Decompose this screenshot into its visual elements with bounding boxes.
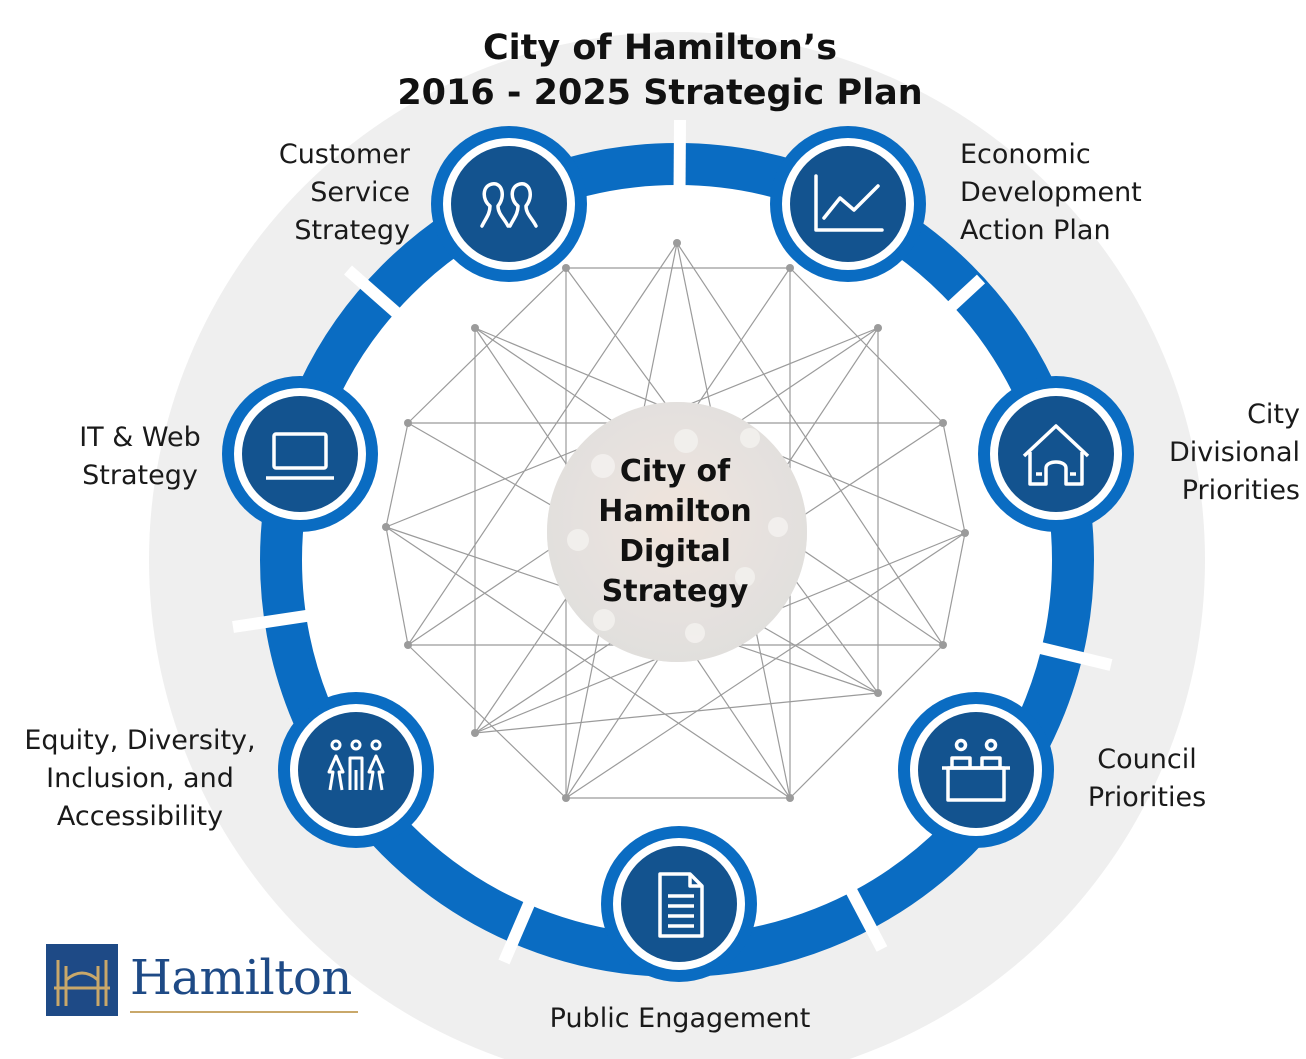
label-line: Strategy: [82, 460, 198, 491]
hamilton-logo-mark: [46, 944, 118, 1016]
label-line: Customer: [278, 139, 410, 170]
label-line: Accessibility: [56, 801, 224, 832]
people-icon: [480, 182, 538, 228]
diagram-title: City of Hamilton’s 2016 - 2025 Strategic…: [330, 26, 990, 116]
center-app-icons: [567, 428, 788, 643]
label-line: Service: [310, 177, 410, 208]
hamilton-logo: Hamilton: [46, 944, 358, 1016]
label-line: Equity, Diversity,: [24, 725, 256, 756]
document-icon: [658, 872, 704, 938]
label-line: Public Engagement: [549, 1003, 811, 1034]
label-line: Inclusion, and: [46, 763, 234, 794]
center-label-line: Digital: [619, 534, 731, 569]
public-engagement-circle: [601, 826, 757, 982]
economic-development-label: Economic Development Action Plan: [960, 136, 1190, 250]
it-web-label: IT & Web Strategy: [60, 419, 220, 495]
label-line: Action Plan: [960, 215, 1111, 246]
customer-service-label: Customer Service Strategy: [230, 136, 410, 250]
logo-underline: [130, 1011, 358, 1013]
label-line: Strategy: [294, 215, 410, 246]
city-building-icon: [1022, 424, 1090, 486]
label-line: City: [1247, 399, 1300, 430]
public-engagement-label: Public Engagement: [500, 1000, 860, 1038]
center-label-line: City of: [619, 454, 731, 489]
laptop-icon: [266, 432, 334, 480]
center-label-line: Hamilton: [598, 494, 752, 529]
network-lines: [385, 242, 966, 799]
label-line: Divisional: [1168, 437, 1300, 468]
center-label: City of Hamilton Digital Strategy: [560, 452, 790, 612]
hamilton-logo-text: Hamilton: [130, 950, 352, 1006]
title-line-1: City of Hamilton’s: [482, 28, 838, 68]
network-nodes: [382, 239, 969, 802]
diverse-people-icon: [327, 739, 385, 791]
council-label: Council Priorities: [1072, 741, 1222, 817]
label-line: Economic: [960, 139, 1091, 170]
title-line-2: 2016 - 2025 Strategic Plan: [397, 73, 923, 113]
label-line: Development: [960, 177, 1142, 208]
label-line: Priorities: [1181, 475, 1300, 506]
label-line: Council: [1097, 744, 1197, 775]
customer-service-circle: [431, 126, 587, 282]
center-label-line: Strategy: [601, 574, 749, 609]
city-divisional-circle: [978, 376, 1134, 532]
equity-label: Equity, Diversity, Inclusion, and Access…: [10, 722, 270, 836]
label-line: Priorities: [1087, 782, 1207, 813]
council-desk-icon: [942, 738, 1010, 802]
label-line: IT & Web: [79, 422, 201, 453]
council-circle: [898, 692, 1054, 848]
line-chart-icon: [814, 174, 884, 232]
city-divisional-label: City Divisional Priorities: [1130, 396, 1300, 510]
it-web-circle: [222, 376, 378, 532]
